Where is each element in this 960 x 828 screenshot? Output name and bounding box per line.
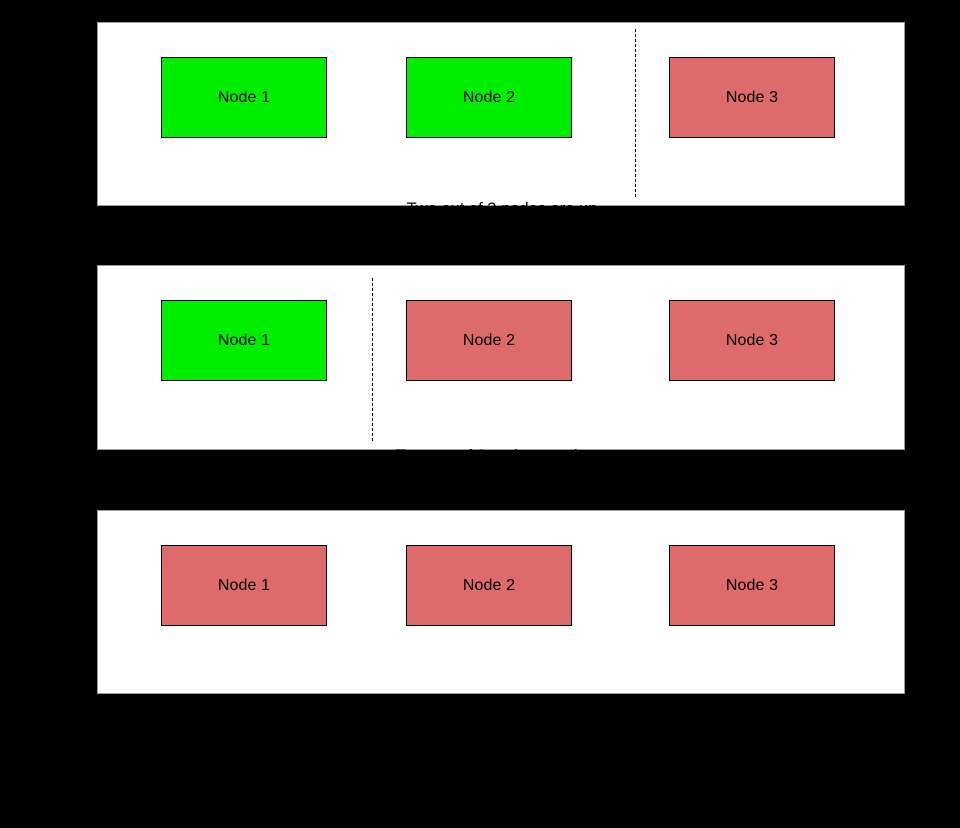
quorum-divider-line <box>372 278 373 441</box>
node-box-3-3[interactable]: Node 3 <box>669 545 835 626</box>
caption-line-1: Two out of 3 nodes are up <box>406 200 598 218</box>
node-box-2-3[interactable]: Node 3 <box>669 300 835 381</box>
node-label: Node 1 <box>217 88 271 106</box>
node-box-1-2[interactable]: Node 2 <box>406 57 572 138</box>
scenario-caption: All Nodes are down Majority Fails & Clus… <box>98 644 906 828</box>
node-box-1-3[interactable]: Node 3 <box>669 57 835 138</box>
node-box-2-2[interactable]: Node 2 <box>406 300 572 381</box>
node-label: Node 1 <box>217 331 271 349</box>
diagram-canvas: Node 1 Node 2 Node 3 Two out of 3 nodes … <box>97 22 905 779</box>
scenario-panel-two-up: Node 1 Node 2 Node 3 Two out of 3 nodes … <box>97 22 905 287</box>
scenario-panel-all-down: Node 1 Node 2 Node 3 All Nodes are down … <box>97 510 905 779</box>
quorum-divider-line <box>635 29 636 197</box>
scenario-panel-two-down: Node 1 Node 2 Node 3 Two out of 3 nodes … <box>97 265 905 534</box>
caption-line-2: Majority Fails & Cluster Stops <box>393 761 611 779</box>
node-box-3-2[interactable]: Node 2 <box>406 545 572 626</box>
caption-line-1: All Nodes are down <box>430 692 574 710</box>
node-box-2-1[interactable]: Node 1 <box>161 300 327 381</box>
node-label: Node 3 <box>725 88 779 106</box>
node-box-1-1[interactable]: Node 1 <box>161 57 327 138</box>
node-box-3-1[interactable]: Node 1 <box>161 545 327 626</box>
caption-line-1: Two out of 3 nodes are down <box>396 447 608 465</box>
node-label: Node 3 <box>725 331 779 349</box>
node-label: Node 2 <box>462 88 516 106</box>
node-label: Node 1 <box>217 576 271 594</box>
node-label: Node 3 <box>725 576 779 594</box>
node-label: Node 2 <box>462 576 516 594</box>
node-label: Node 2 <box>462 331 516 349</box>
